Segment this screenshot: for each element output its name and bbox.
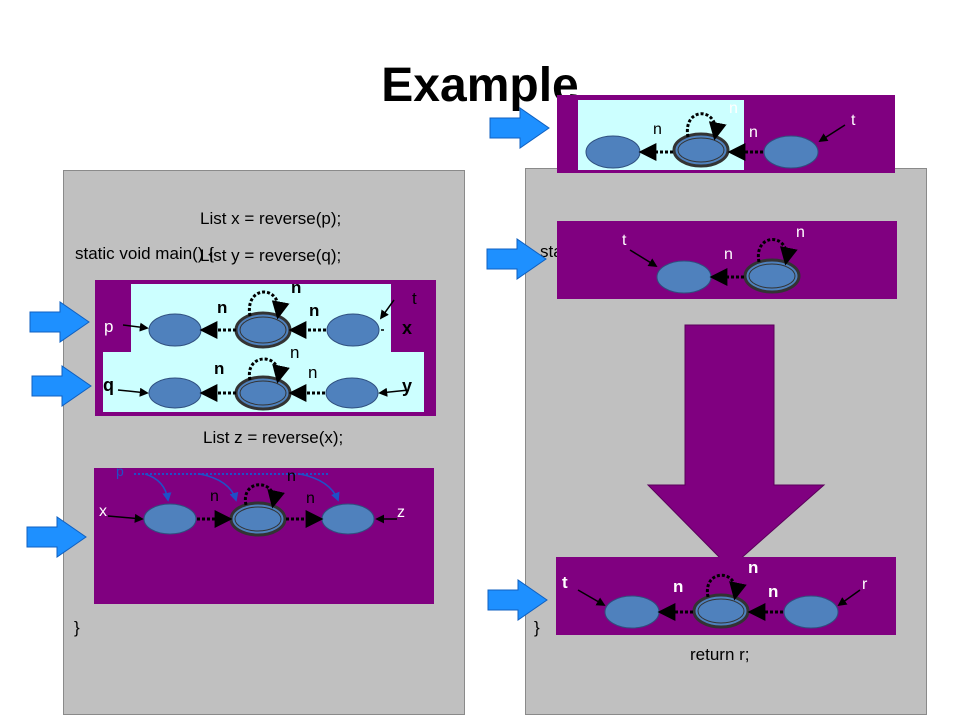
label-n: n [308,363,317,382]
code-closing-brace-left: } [74,618,80,637]
label-z: z [397,504,405,521]
list-node [604,595,660,629]
blue-p-arrow [299,473,340,502]
blue-p-arrow [199,473,239,502]
pointer-x [107,513,144,523]
label-n: n [290,343,299,362]
step-arrow-1 [29,301,90,343]
label-y: y [402,376,412,396]
label-n: n [306,490,315,507]
label-n: n [796,224,805,241]
step-arrow-4 [489,107,550,149]
label-n: n [291,278,301,297]
label-n: n [653,121,662,138]
left-code-panel [63,170,465,715]
label-n: n [217,298,227,317]
step-arrow-5 [486,238,547,280]
self-loop-n [243,483,285,509]
list-node [148,377,202,409]
code-return-line: return r; [690,645,750,664]
self-loop-n [685,112,727,141]
diagram-left-bottom: p n n n x z [94,463,434,604]
pointer-r [837,589,861,607]
label-n: n [748,558,758,577]
label-n: n [287,468,296,485]
self-loop-n [705,573,747,601]
label-p-blue: p [116,463,124,479]
blue-p-arrow [144,473,172,502]
summary-node [234,311,292,349]
code-line-y: List y = reverse(q); [200,246,342,265]
summary-node [692,593,750,629]
self-loop-n [247,290,290,320]
list-node [585,135,641,169]
self-loop-n [247,357,290,384]
summary-node [672,132,730,168]
step-arrow-2 [31,365,92,407]
diagram-left-top: n n n n t p x n n q y [95,278,436,416]
label-p: p [104,317,113,336]
list-node [321,503,375,535]
code-line-x: List x = reverse(p); [200,209,342,228]
step-arrow-6 [487,579,548,621]
label-t: t [622,232,627,249]
diagram-right-bottom: n t n n r [556,557,896,635]
label-t: t [412,289,417,308]
step-arrow-3 [26,516,87,558]
code-line-main: static void main() { [75,244,214,263]
list-node [325,377,379,409]
label-t: t [562,573,568,592]
label-n: n [210,488,219,505]
pointer-t [577,589,606,606]
diagram-right-top: n n n t [557,95,895,173]
summary-node [234,375,292,411]
list-node [763,135,819,169]
slide-title: Example [381,59,579,112]
list-node [783,595,839,629]
code-closing-brace-right: } [534,618,540,637]
blue-pointer-arrows [26,107,550,621]
purple-box [557,221,897,299]
list-node [148,313,202,347]
code-line-z: List z = reverse(x); [203,428,344,447]
pointer-t [818,124,846,142]
pointer-t [629,249,658,267]
label-n: n [729,100,738,117]
list-node [656,260,712,294]
pointer-y [378,387,410,397]
label-t: t [851,112,856,129]
label-n: n [214,359,224,378]
diagram-right-mid: n t n [557,221,897,299]
list-node [143,503,197,535]
summary-node [743,258,801,294]
label-n: n [724,246,733,263]
label-r: r [862,576,868,593]
pointer-q [117,387,149,397]
label-n: n [673,577,683,596]
pointer-t [379,299,395,320]
self-loop-n [756,238,798,266]
label-q: q [103,375,114,395]
label-n: n [749,124,758,141]
summary-node [229,501,287,537]
label-n: n [768,582,778,601]
big-down-arrow [646,324,826,569]
pointer-p [122,322,149,332]
label-n: n [309,301,319,320]
label-x: x [99,503,107,520]
label-x: x [402,318,412,338]
list-node [326,313,380,347]
